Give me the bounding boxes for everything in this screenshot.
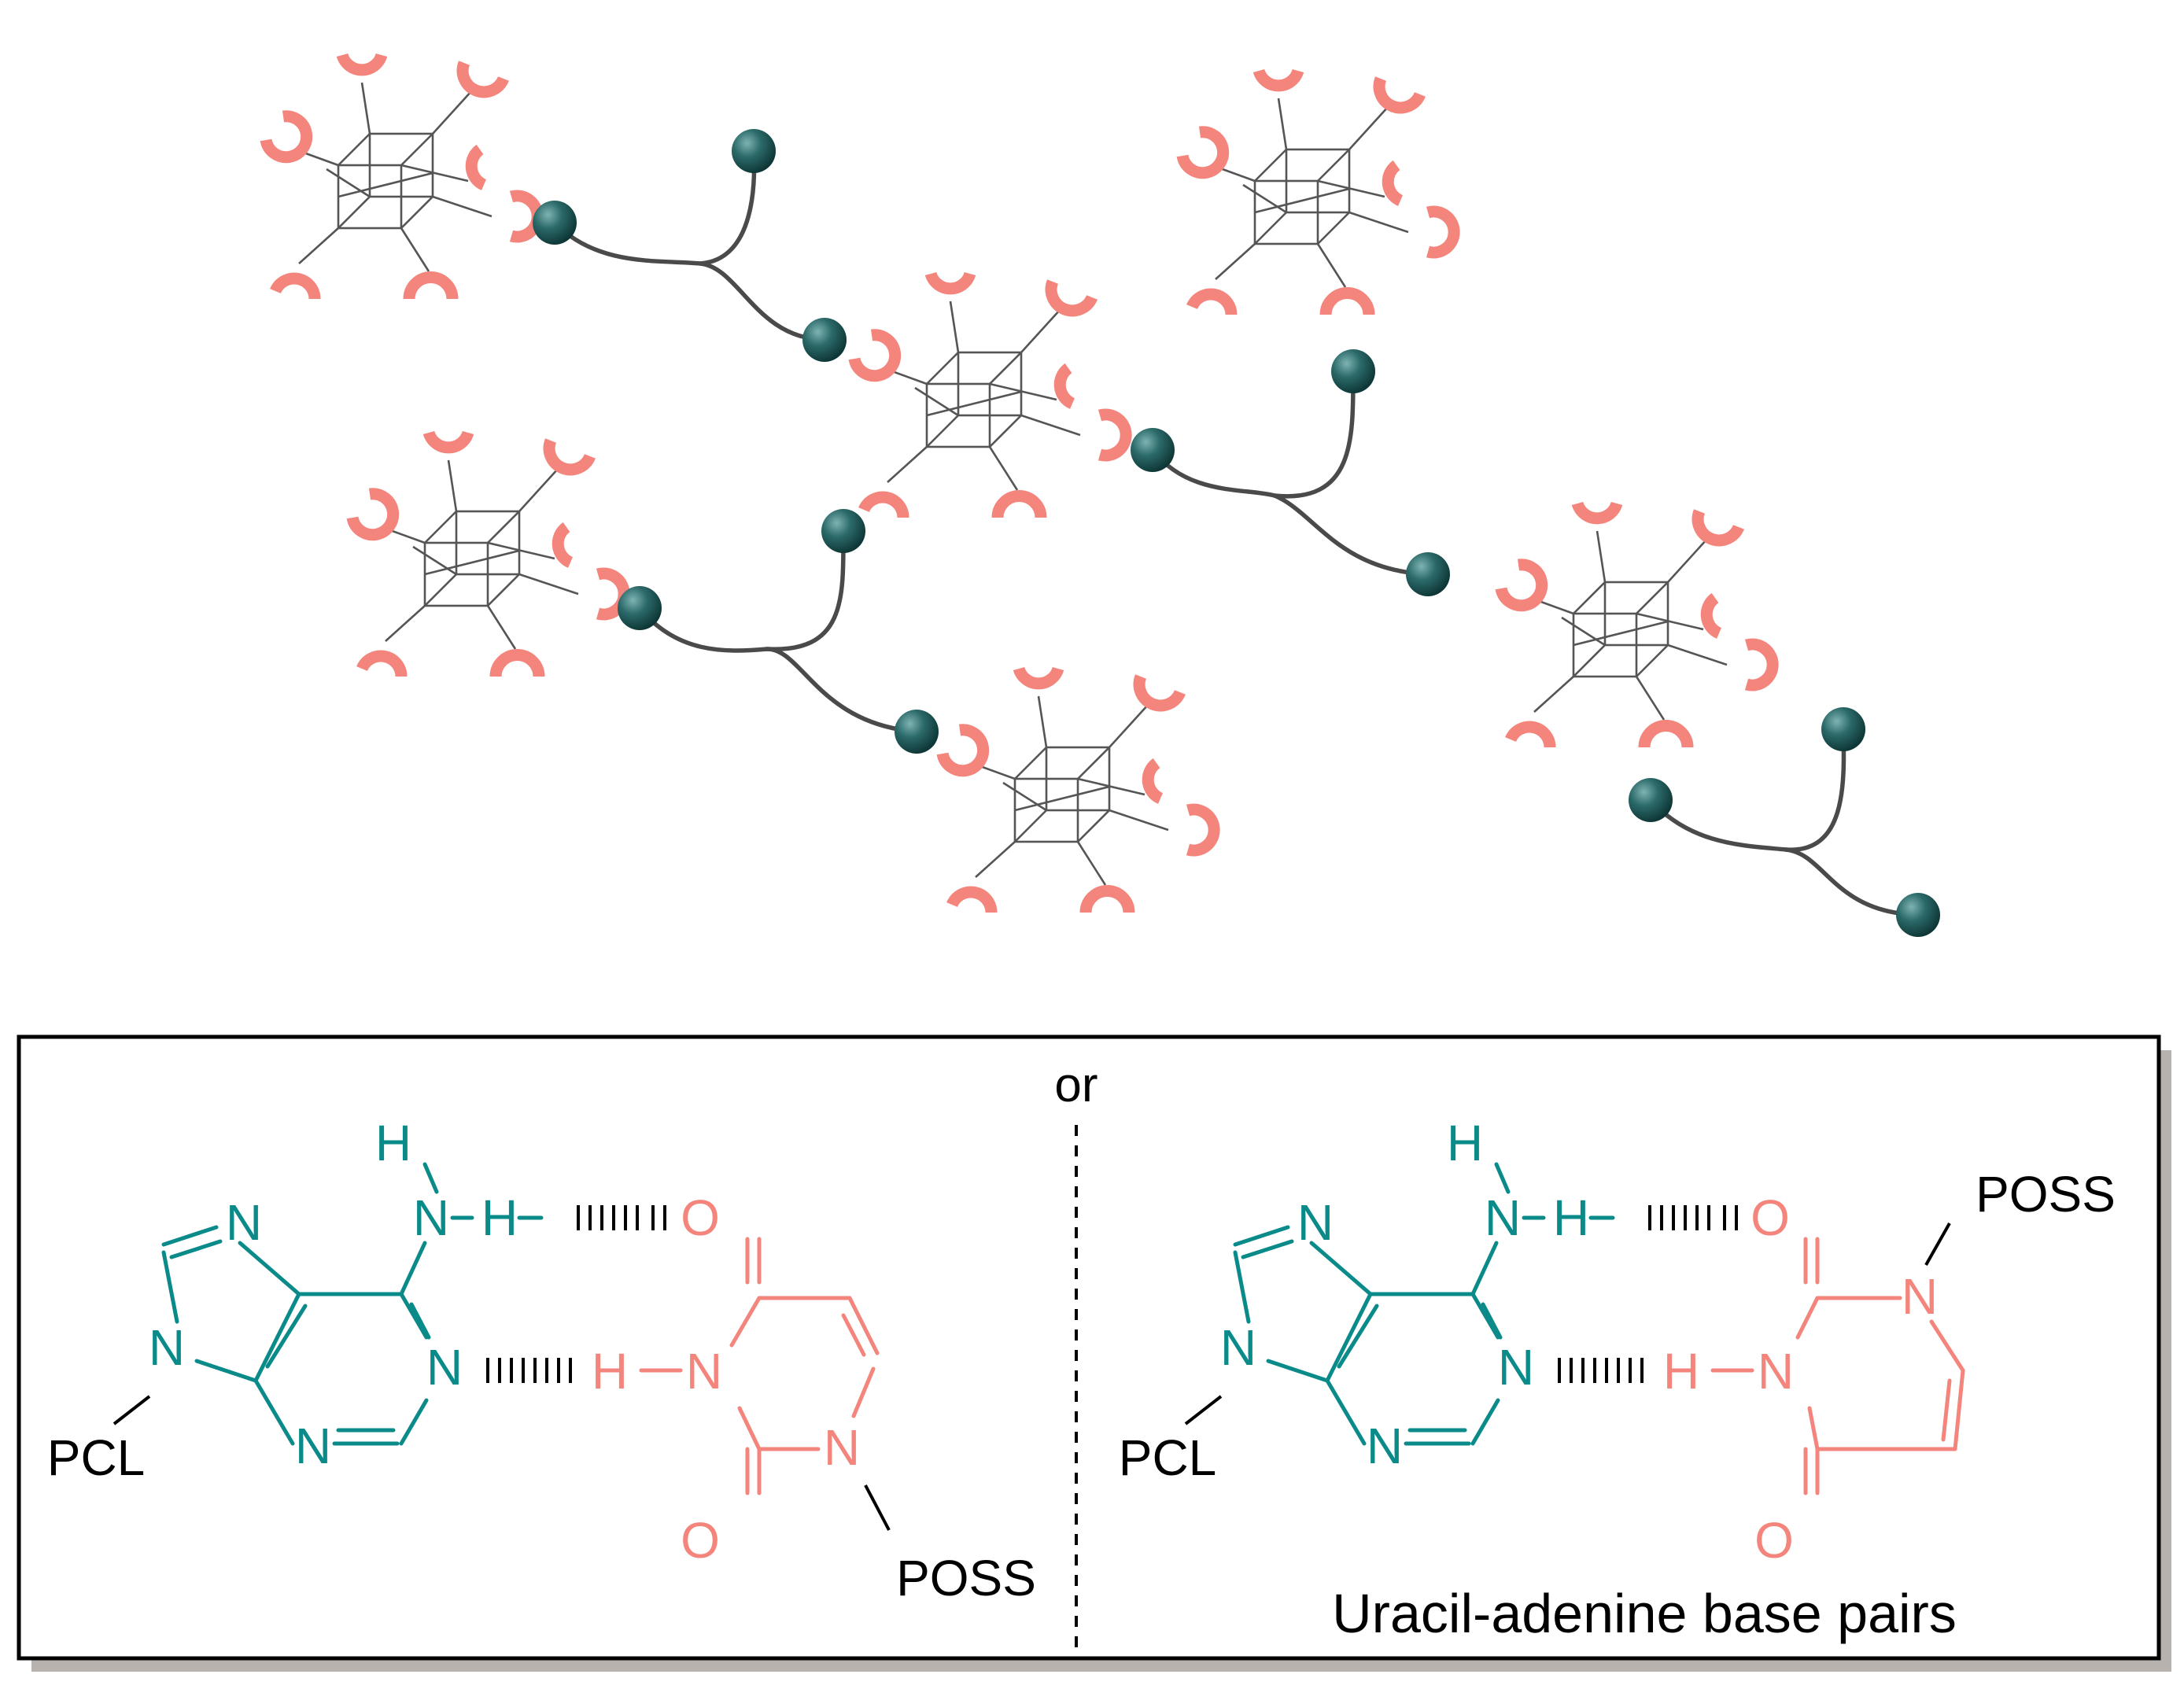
poss-cage-icon (266, 55, 537, 299)
substituent-label: POSS (1976, 1166, 2116, 1222)
chain-4 (1648, 798, 1920, 917)
atom-label: O (681, 1512, 720, 1569)
chain-3-arm (765, 530, 846, 651)
atom-label: H (1553, 1189, 1589, 1246)
atom-label: N (1485, 1189, 1521, 1246)
atom-label: O (681, 1189, 720, 1246)
atom-label: N (686, 1343, 722, 1400)
substituent-label: POSS (896, 1550, 1036, 1606)
atom-label: N (149, 1319, 185, 1376)
atom-label: H (481, 1189, 518, 1246)
atom-label: N (295, 1418, 331, 1474)
polymer-chains (552, 149, 1920, 917)
chain-2-arm (1272, 374, 1356, 499)
atom-label: N (1758, 1343, 1794, 1400)
atom-label: N (824, 1419, 860, 1476)
atom-label: N (226, 1194, 262, 1251)
poss-cage-icon (1182, 71, 1454, 315)
bead-icon (1131, 428, 1175, 472)
chain-4-arm (1784, 729, 1846, 852)
bead-icon (732, 129, 776, 173)
bead-icon (1406, 552, 1450, 596)
chain-2 (1150, 448, 1430, 577)
atom-label: N (1367, 1418, 1403, 1474)
left-base-pair: N N N N N H H O H N N O PCL POSS (47, 1115, 1036, 1606)
atom-label: O (1754, 1512, 1794, 1569)
panel-frame (17, 1034, 2161, 1661)
atom-label: H (1447, 1115, 1483, 1171)
or-separator: or (1054, 1058, 1098, 1112)
bead-icon (895, 710, 939, 754)
right-base-pair: N N N N N H H O H N N O PCL POSS Uracil-… (1119, 1115, 2116, 1644)
poss-cage-icon (943, 669, 1214, 913)
poss-cage-icon (1501, 503, 1773, 747)
atom-label: H (592, 1343, 628, 1400)
atom-label: N (1297, 1194, 1334, 1251)
base-pair-panel: or (17, 1034, 2171, 1672)
bead-icon (618, 586, 662, 630)
substituent-label: PCL (1119, 1429, 1217, 1486)
bead-icon (1896, 893, 1940, 937)
atom-label: N (413, 1189, 449, 1246)
panel-caption: Uracil-adenine base pairs (1332, 1583, 1957, 1644)
substituent-label: PCL (47, 1429, 146, 1486)
bead-icon (1821, 707, 1865, 751)
atom-label: O (1751, 1189, 1790, 1246)
atom-label: H (375, 1115, 411, 1171)
poss-cages (266, 55, 1773, 913)
atom-label: N (1902, 1268, 1938, 1325)
bead-icon (533, 201, 577, 245)
bead-icon (802, 318, 847, 362)
chain-1 (552, 220, 827, 342)
atom-label: H (1663, 1343, 1699, 1400)
atom-label: N (1498, 1339, 1534, 1396)
bead-icon (1331, 349, 1375, 393)
atom-label: N (1220, 1319, 1256, 1376)
bead-icon (821, 509, 865, 553)
poss-cage-icon (352, 433, 624, 677)
chain-end-beads (533, 129, 1940, 937)
chain-3 (637, 606, 919, 734)
poss-cage-icon (854, 274, 1126, 518)
atom-label: N (426, 1339, 463, 1396)
bead-icon (1629, 778, 1673, 822)
